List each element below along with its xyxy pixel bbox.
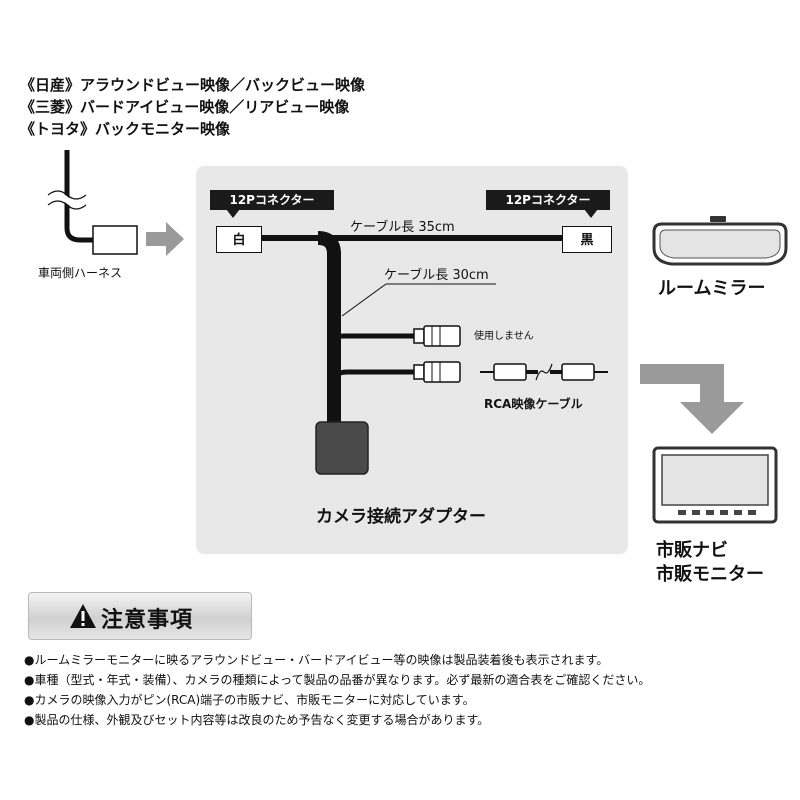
notice-list: ●ルームミラーモニターに映るアラウンドビュー・バードアイビュー等の映像は製品装着… xyxy=(24,650,650,730)
unused-label: 使用しません xyxy=(474,331,534,342)
adapter-label: カメラ接続アダプター xyxy=(316,507,486,527)
arrow-right-icon xyxy=(146,222,184,256)
notice-title: 注意事項 xyxy=(101,608,194,633)
navi-label-line1: 市販ナビ xyxy=(656,540,728,561)
notice-item: ●車種（型式・年式・装備）、カメラの種類によって製品の品番が異なります。必ず最新… xyxy=(24,673,651,687)
notice-item: ●ルームミラーモニターに映るアラウンドビュー・バードアイビュー等の映像は製品装着… xyxy=(24,653,609,667)
header-line-2: 《三菱》バードアイビュー映像／リアビュー映像 xyxy=(20,98,350,116)
connector-right-black: 黒 xyxy=(562,226,612,253)
adapter-panel xyxy=(196,166,628,554)
header-line-1: 《日産》アラウンドビュー映像／バックビュー映像 xyxy=(20,76,366,94)
notice-item: ●製品の仕様、外観及びセット内容等は改良のため予告なく変更する場合があります。 xyxy=(24,713,490,727)
arrow-bent-down-icon xyxy=(640,364,744,434)
notice-item: ●カメラの映像入力がピン(RCA)端子の市販ナビ、市販モニターに対応しています。 xyxy=(24,693,475,707)
vehicle-harness-label: 車両側ハーネス xyxy=(38,266,123,280)
warning-icon xyxy=(70,604,96,628)
connector-right-label: 12Pコネクター xyxy=(486,190,610,210)
cable-diagram xyxy=(262,231,608,475)
notice-title-banner: 注意事項 xyxy=(28,592,252,640)
vehicle-harness-icon xyxy=(46,150,138,255)
cable-length-30-label: ケーブル長 30cm xyxy=(384,268,489,283)
connector-left-white: 白 xyxy=(216,226,262,253)
pointer-down-icon xyxy=(226,209,240,218)
room-mirror-label: ルームミラー xyxy=(658,278,766,299)
navi-label-line2: 市販モニター xyxy=(656,564,764,585)
cable-length-35-label: ケーブル長 35cm xyxy=(350,220,455,235)
rca-cable-label: RCA映像ケーブル xyxy=(484,397,583,411)
pointer-down-icon xyxy=(584,209,598,218)
room-mirror-icon xyxy=(652,216,788,266)
header-line-3: 《トヨタ》バックモニター映像 xyxy=(20,120,231,138)
connector-left-label: 12Pコネクター xyxy=(210,190,334,210)
navi-monitor-icon xyxy=(652,446,778,524)
